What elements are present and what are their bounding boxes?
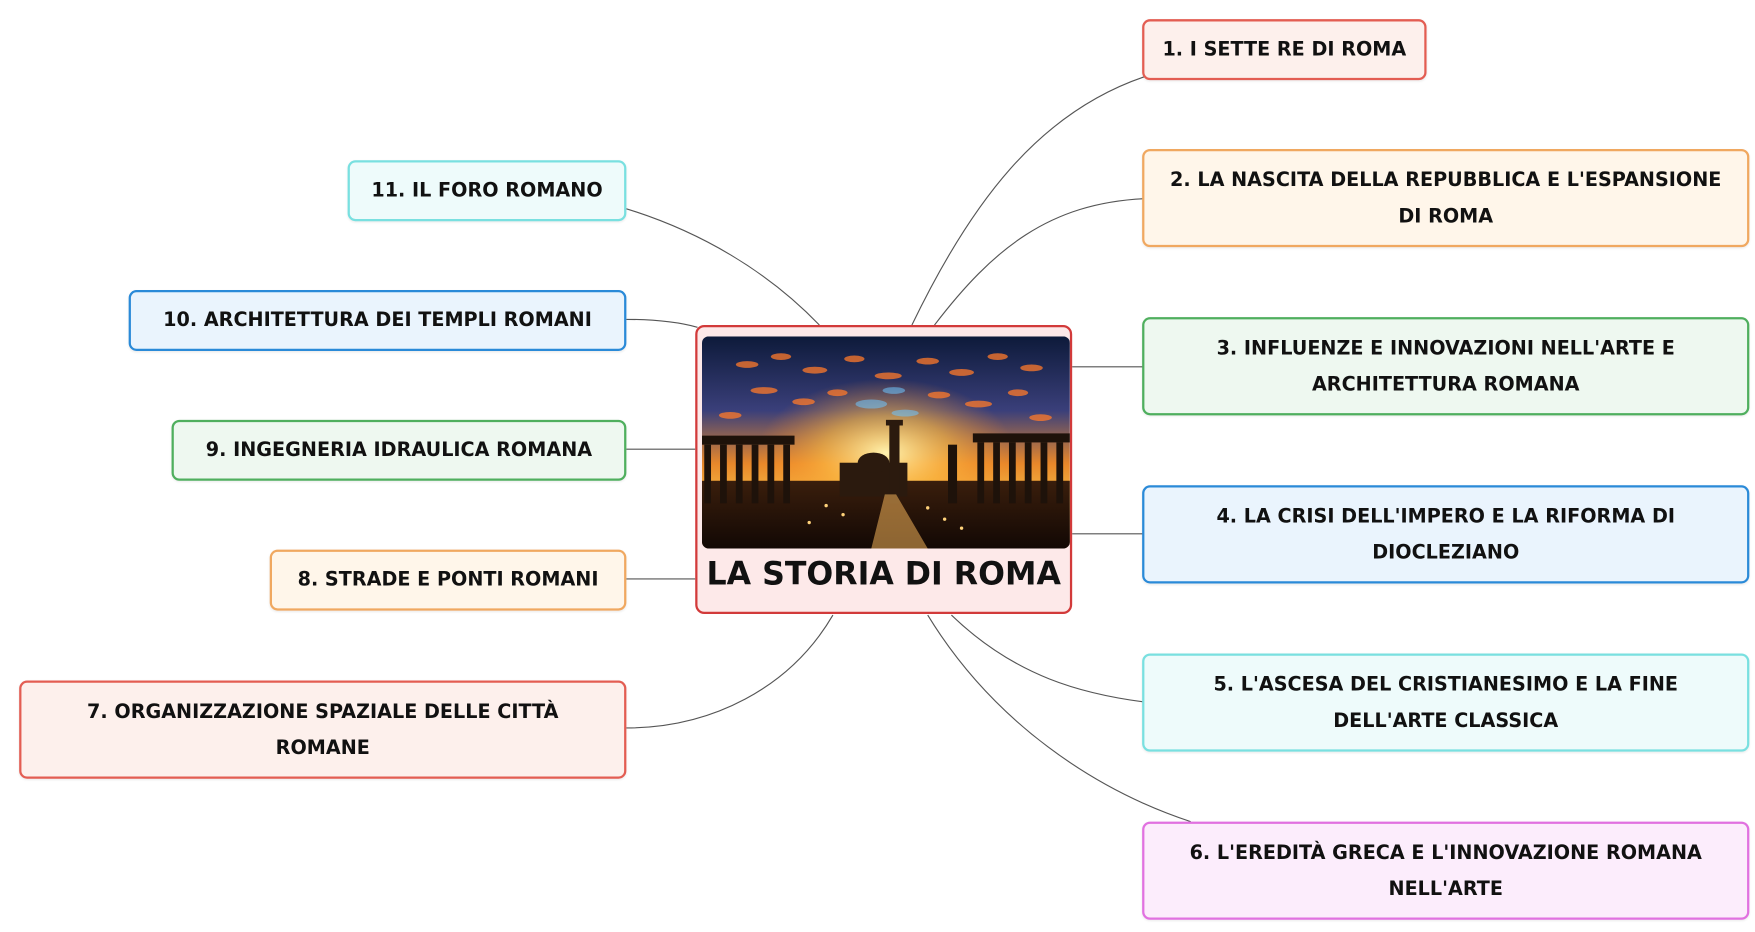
connector-t5 xyxy=(951,614,1145,703)
topic-5[interactable]: 5. L'ASCESA DEL CRISTIANESIMO E LA FINE … xyxy=(1142,653,1750,752)
roman-forum-image xyxy=(701,336,1070,549)
topic-9[interactable]: 9. INGEGNERIA IDRAULICA ROMANA xyxy=(171,419,627,481)
connector-t10 xyxy=(626,318,698,328)
central-topic[interactable]: LA STORIA DI ROMA xyxy=(695,325,1073,614)
connector-t1 xyxy=(911,76,1145,326)
topic-6[interactable]: 6. L'EREDITÀ GRECA E L'INNOVAZIONE ROMAN… xyxy=(1142,821,1750,920)
topic-11[interactable]: 11. IL FORO ROMANO xyxy=(347,160,627,222)
central-title: LA STORIA DI ROMA xyxy=(706,555,1061,593)
connector-t11 xyxy=(626,208,820,326)
topic-2[interactable]: 2. LA NASCITA DELLA REPUBBLICA E L'ESPAN… xyxy=(1142,148,1750,248)
topic-7[interactable]: 7. ORGANIZZAZIONE SPAZIALE DELLE CITTÀ R… xyxy=(19,680,627,779)
connector-t7 xyxy=(626,614,834,729)
topic-10[interactable]: 10. ARCHITETTURA DEI TEMPLI ROMANI xyxy=(128,290,627,351)
connector-t2 xyxy=(934,198,1145,326)
connector-t6 xyxy=(927,614,1191,823)
roman-forum-illustration xyxy=(701,336,1070,549)
topic-3[interactable]: 3. INFLUENZE E INNOVAZIONI NELL'ARTE E A… xyxy=(1142,317,1750,416)
topic-4[interactable]: 4. LA CRISI DELL'IMPERO E LA RIFORMA DI … xyxy=(1142,485,1750,584)
topic-1[interactable]: 1. I SETTE RE DI ROMA xyxy=(1142,19,1427,81)
topic-8[interactable]: 8. STRADE E PONTI ROMANI xyxy=(269,549,627,611)
